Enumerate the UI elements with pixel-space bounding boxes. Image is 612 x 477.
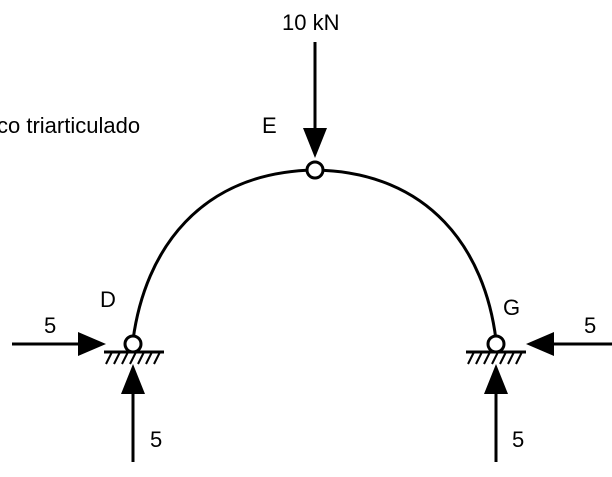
- force-right-v-label: 5: [512, 427, 524, 452]
- reaction-right-horizontal: [526, 332, 612, 356]
- hinge-d: [123, 334, 143, 354]
- support-g: [466, 350, 526, 365]
- reaction-left-vertical: [121, 364, 145, 462]
- force-right-h-label: 5: [584, 313, 596, 338]
- force-left-v-label: 5: [150, 427, 162, 452]
- force-left-h-label: 5: [44, 313, 56, 338]
- node-d-label: D: [100, 287, 116, 312]
- arch: [131, 168, 498, 341]
- title-text: co triarticulado: [0, 113, 140, 138]
- load-arrow-top: [303, 42, 327, 158]
- hinge-g: [486, 334, 506, 354]
- reaction-right-vertical: [484, 364, 508, 462]
- support-d: [104, 350, 164, 365]
- reaction-left-horizontal: [12, 332, 106, 356]
- node-g-label: G: [503, 295, 520, 320]
- hinge-e: [305, 160, 325, 180]
- node-e-label: E: [262, 113, 277, 138]
- load-label: 10 kN: [282, 10, 339, 35]
